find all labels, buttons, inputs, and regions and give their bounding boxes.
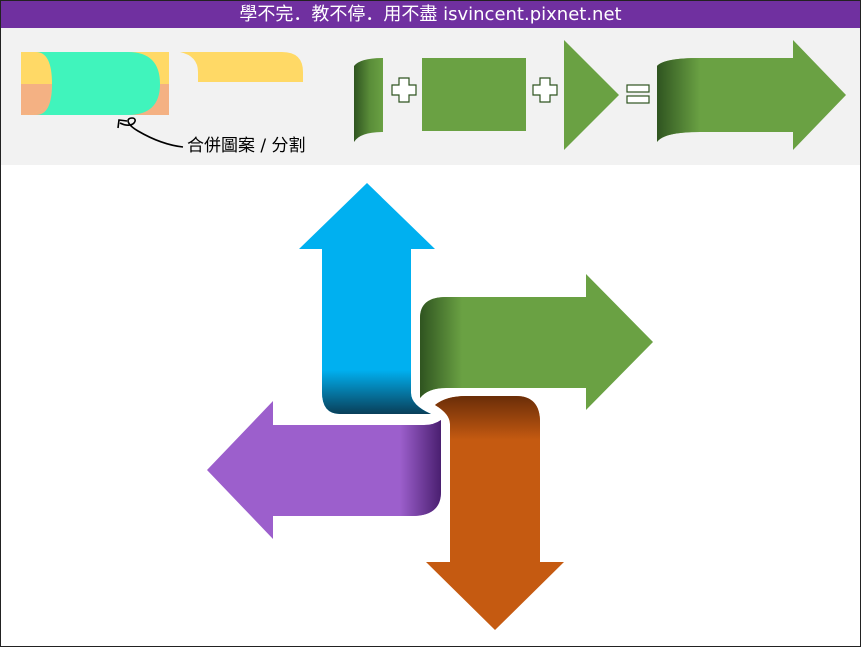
- result-arrow: [657, 40, 846, 150]
- curl-piece: [354, 58, 383, 142]
- body-rectangle: [422, 58, 526, 131]
- orange-arrow: [426, 396, 564, 630]
- plus-icon: [391, 77, 417, 103]
- pinwheel-diagram: [207, 183, 653, 630]
- plus-icon: [532, 77, 558, 103]
- annotation-arrow: [117, 117, 184, 148]
- equals-icon: [626, 84, 650, 104]
- purple-arrow: [207, 401, 441, 539]
- merge-shapes-example: [21, 52, 169, 115]
- green-arrow: [420, 274, 653, 410]
- merge-split-caption: 合併圖案 / 分割: [187, 136, 306, 156]
- arrow-head-triangle: [564, 40, 619, 150]
- page-title: 學不完．教不停．用不盡 isvincent.pixnet.net: [1, 1, 860, 28]
- blue-arrow: [299, 183, 435, 414]
- yellow-split-shape: [180, 52, 303, 82]
